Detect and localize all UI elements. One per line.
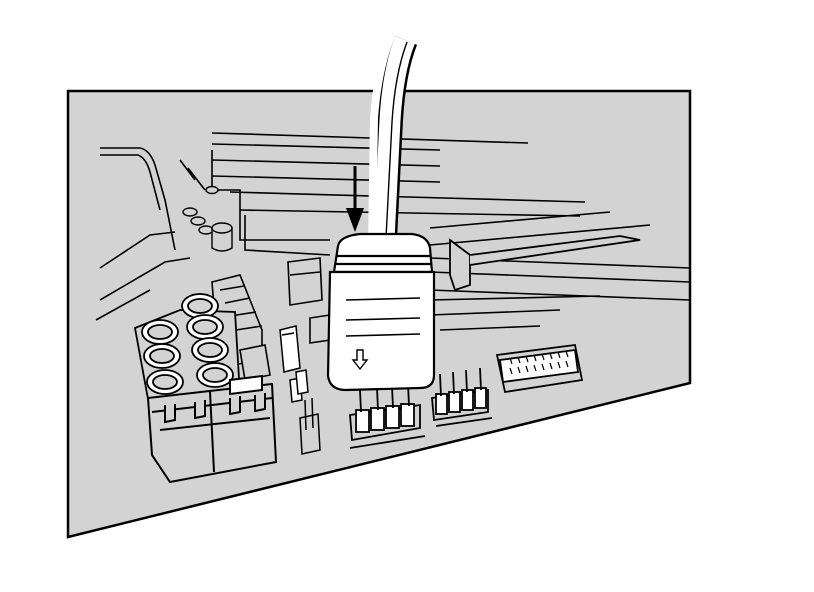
small-capacitors — [182, 185, 233, 252]
capacitor-cluster — [133, 293, 241, 412]
slot-latch — [449, 235, 641, 292]
pin-header-right — [431, 367, 493, 427]
outline-arrow-down-icon — [351, 349, 369, 371]
arrow-down-icon — [346, 166, 364, 232]
fan-header-target — [349, 383, 426, 449]
chassis-side-wall — [95, 147, 206, 321]
cable-connector-plug — [326, 232, 436, 392]
dual-row-header — [495, 344, 584, 394]
cable — [368, 32, 418, 246]
expansion-rails — [211, 132, 691, 331]
power-connector — [146, 374, 278, 484]
chipset-block — [287, 257, 331, 344]
pin-header-left — [279, 325, 321, 455]
